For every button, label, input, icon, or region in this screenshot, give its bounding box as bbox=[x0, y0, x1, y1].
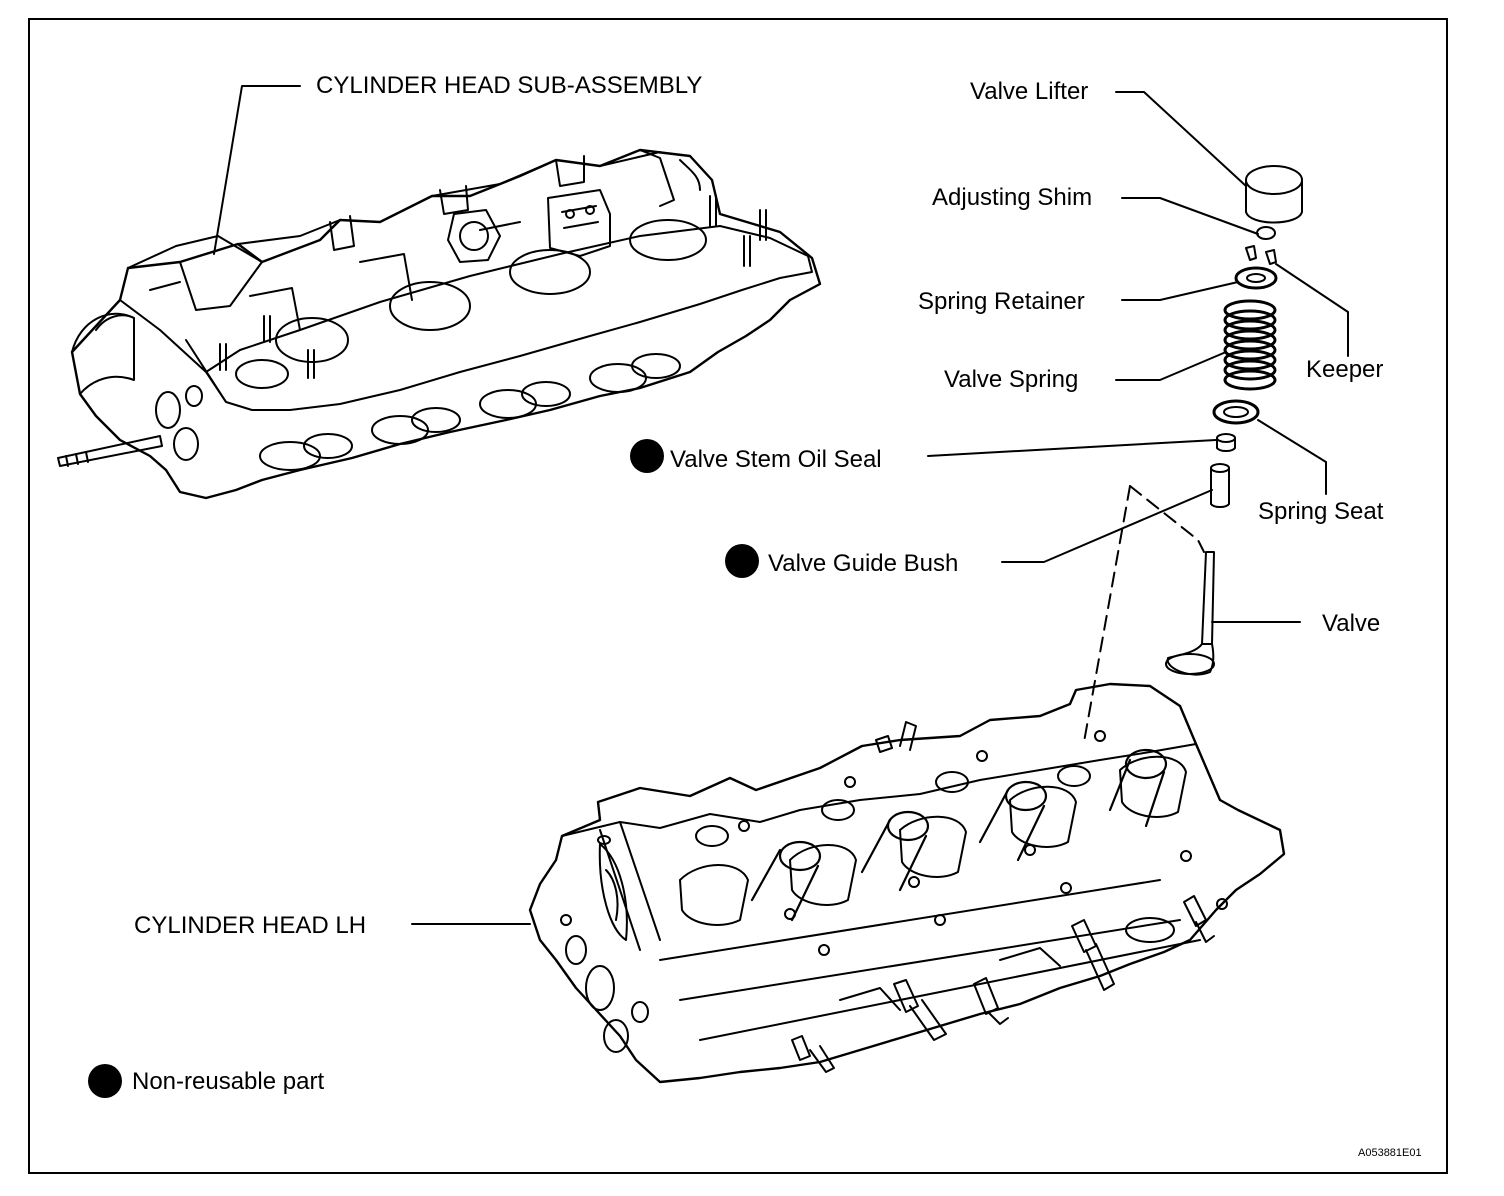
leader-spring-seat bbox=[1257, 419, 1327, 495]
keeper-part bbox=[1245, 245, 1277, 265]
legend-non-reusable-part: Non-reusable part bbox=[132, 1068, 325, 1095]
figure-code: A053881E01 bbox=[1358, 1147, 1422, 1159]
non-reusable-marker-icon bbox=[725, 544, 759, 578]
label-valve-lifter: Valve Lifter bbox=[970, 78, 1089, 105]
adjusting-shim-part bbox=[1256, 226, 1276, 240]
valve-parts-stack bbox=[1083, 165, 1303, 743]
leader-valve-spring bbox=[1115, 351, 1227, 381]
leader-spring-retainer bbox=[1121, 281, 1239, 301]
leader-lines bbox=[213, 85, 1349, 925]
cylinder-head-sub-assembly-drawing bbox=[57, 148, 822, 500]
leader-valve-stem-oil-seal bbox=[927, 439, 1217, 457]
valve-lifter-part bbox=[1245, 165, 1303, 224]
non-reusable-marker-icon bbox=[630, 439, 664, 473]
leader-keeper bbox=[1275, 263, 1349, 357]
cylinder-head-lh-drawing bbox=[528, 682, 1286, 1084]
valve-stem-oil-seal-part bbox=[1216, 433, 1236, 452]
non-reusable-legend-icon bbox=[88, 1064, 122, 1098]
valve-guide-bush-part bbox=[1210, 463, 1230, 508]
label-adjusting-shim: Adjusting Shim bbox=[932, 184, 1093, 211]
label-valve: Valve bbox=[1322, 610, 1381, 637]
valve-part bbox=[1165, 551, 1215, 676]
label-keeper: Keeper bbox=[1306, 356, 1384, 383]
spring-seat-part bbox=[1212, 399, 1260, 425]
label-cylinder-head-lh: CYLINDER HEAD LH bbox=[134, 912, 367, 939]
label-spring-retainer: Spring Retainer bbox=[918, 288, 1085, 315]
spring-retainer-part bbox=[1234, 266, 1278, 290]
label-valve-stem-oil-seal: Valve Stem Oil Seal bbox=[670, 446, 882, 473]
leader-valve-guide-bush bbox=[1001, 489, 1213, 563]
leader-cylinder-head-sub-assembly bbox=[213, 85, 301, 255]
label-valve-spring: Valve Spring bbox=[944, 366, 1079, 393]
leader-valve-lifter bbox=[1115, 91, 1247, 187]
label-cylinder-head-sub-assembly: CYLINDER HEAD SUB-ASSEMBLY bbox=[316, 72, 703, 99]
label-valve-guide-bush: Valve Guide Bush bbox=[768, 550, 959, 577]
label-spring-seat: Spring Seat bbox=[1258, 498, 1384, 525]
leader-adjusting-shim bbox=[1121, 197, 1259, 235]
valve-spring-part bbox=[1223, 299, 1277, 391]
diagram-frame bbox=[28, 18, 1448, 1174]
